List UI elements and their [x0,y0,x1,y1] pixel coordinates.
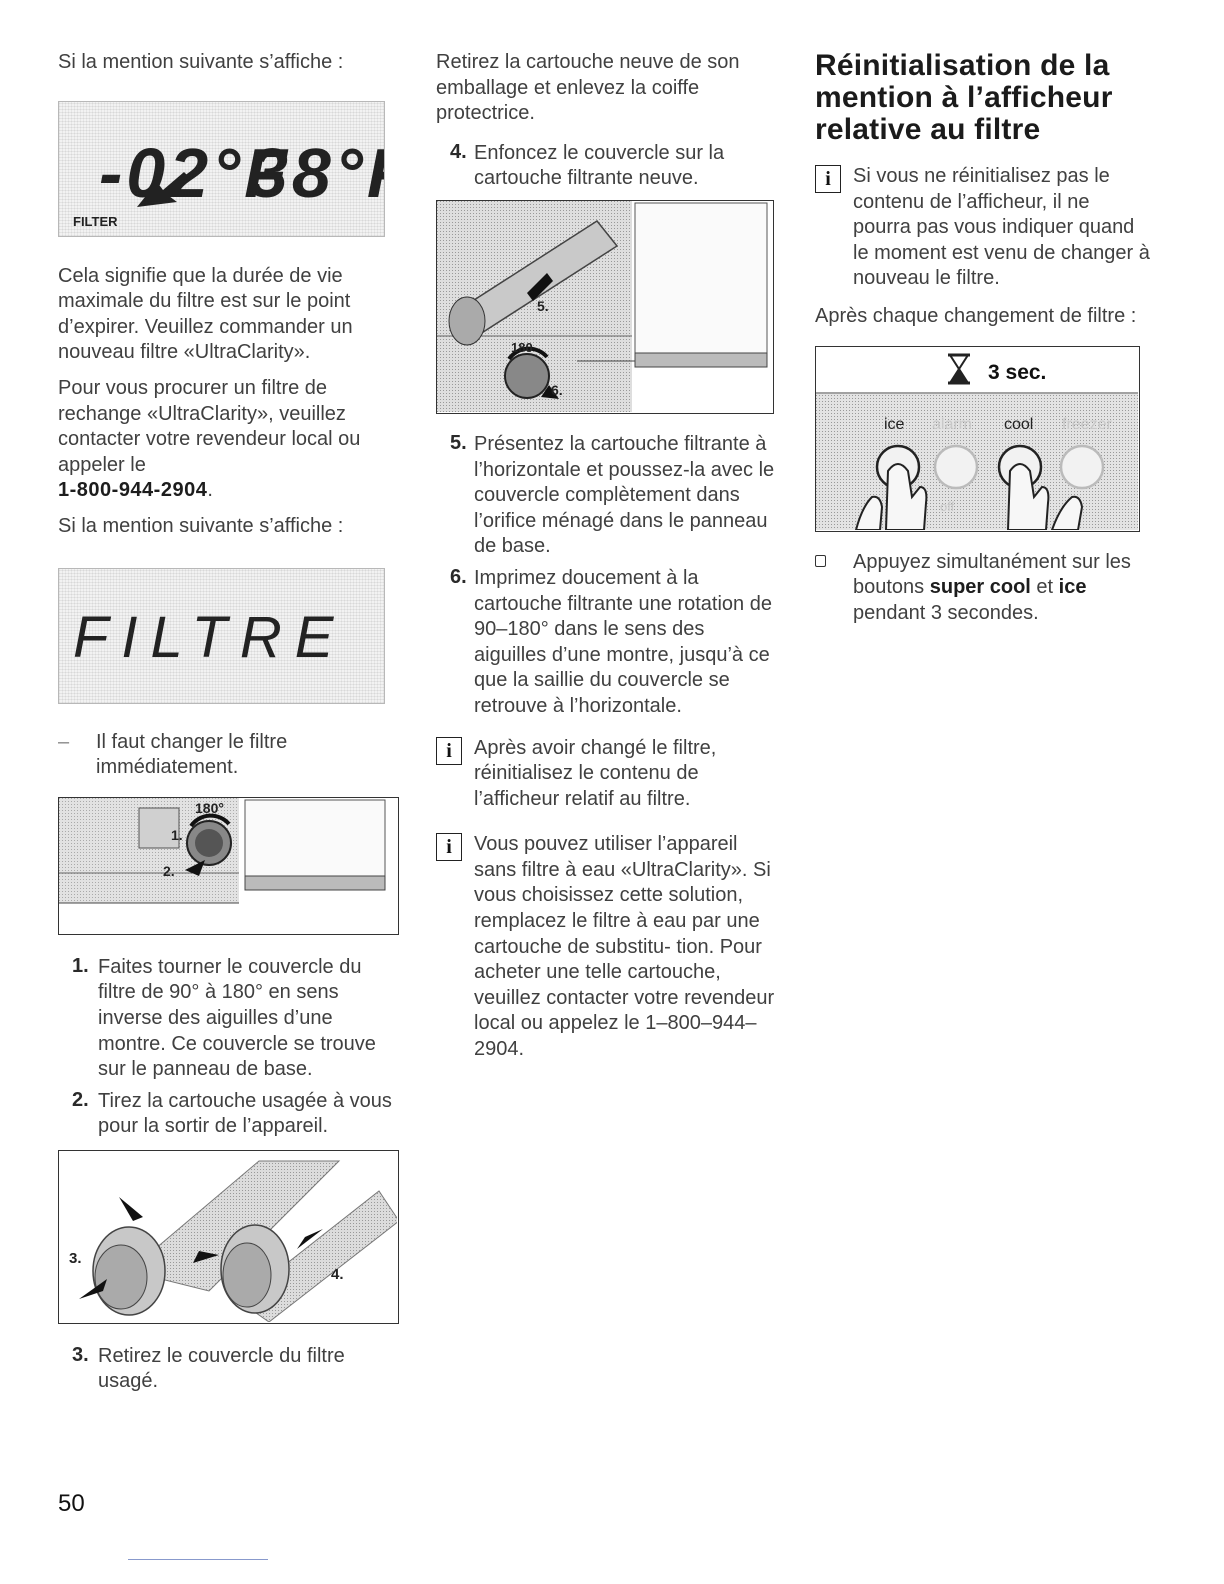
step-2: 2. Tirez la cartouche usagée à vous pour… [72,1088,392,1138]
figure-c-label-6: 6. [551,382,563,398]
arrow-icon [79,1278,107,1299]
control-panel-illustration: 3 sec. ice alarm cool freezer off [816,346,1138,531]
lcd-temp-right: 38°F [249,134,384,212]
button-label-cool: cool [1004,416,1033,433]
hourglass-icon [948,353,970,385]
info-icon: i [815,165,841,193]
lcd-filtre-graphic: FILTRE [73,605,347,670]
lcd-display-filtre: FILTRE [58,567,385,704]
figure-b-label-4: 4. [331,1266,344,1283]
lcd-filter-label: FILTER [73,214,118,229]
paragraph-replacement: Pour vous procurer un filtre de rechange… [58,376,361,476]
info-icon: i [436,833,462,862]
section-title: Réinitialisation de la mention à l’affic… [815,49,1113,146]
arrow-icon [193,1250,219,1263]
filter-cover-illustration: 180° 1. 2. [59,797,386,904]
info-note-reset: i Après avoir changé le filtre, réinitia… [436,736,781,813]
intro-text-1: Si la mention suivante s’affiche : [58,51,344,73]
arrow-icon [137,171,190,207]
lcd-display-temperature: -02°F 38°F FILTER [58,100,410,237]
arrow-icon [527,272,553,301]
figure-c-angle: 180 [511,340,533,355]
lcd-filtre-text: FILTRE [73,605,347,670]
figure-b-label-3: 3. [69,1250,82,1267]
lcd-temp-left: -02°F [99,134,291,212]
phone-number: 1-800-944-2904 [58,479,208,502]
info-icon: i [436,736,462,765]
freezer-button[interactable] [1059,444,1105,489]
super-cool-label: super cool [929,576,1031,599]
step-4: 4. Enfoncez le couvercle sur la cartouch… [450,140,725,190]
arrow-icon [119,1196,143,1221]
arrow-icon [541,384,559,399]
instruction-press-buttons: Appuyez simultanément sur les boutons su… [815,550,1150,627]
alarm-button[interactable] [933,444,979,489]
figure-a-label-2: 2. [163,863,175,879]
step-6: 6. Imprimez doucement à la cartouche fil… [450,565,772,717]
off-label: off [940,499,955,514]
step-5: 5. Présentez la cartouche filtrante à l’… [450,431,775,558]
remove-cap-illustration: 3. 4. [69,1160,398,1323]
info-note-display: i Si vous ne réinitialisez pas le conten… [815,164,1150,292]
column-3: Réinitialisation de la mention à l’affic… [815,50,1150,626]
checkbox-icon [815,554,826,567]
step-1: 1. Faites tourner le couvercle du filtre… [72,954,376,1081]
figure-a-label-1: 1. [171,827,183,843]
hand-icon [854,462,1084,531]
button-label-alarm: alarm [932,416,972,433]
intro-text-2: Si la mention suivante s’affiche : [58,514,344,537]
page-number: 50 [58,1490,85,1517]
column-2: Retirez la cartouche neuve de son emball… [436,50,781,1063]
figure-remove-cap: 3. 4. [58,1149,399,1324]
figure-control-panel: 3 sec. ice alarm cool freezer off [815,345,1140,532]
bottom-rule [128,1559,268,1560]
phone-line: 1-800-944-2904. [58,479,213,502]
figure-c-label-5: 5. [537,298,549,314]
insert-cartridge-illustration: 5. 180 6. [437,200,768,412]
after-change-text: Après chaque changement de filtre : [815,304,1137,327]
arrow-icon [297,1228,323,1249]
button-label-freezer: freezer [1062,416,1112,433]
paragraph-new-cartridge: Retirez la cartouche neuve de son emball… [436,51,740,125]
figure-insert-cartridge: 5. 180 6. [436,199,774,414]
timer-label: 3 sec. [988,361,1046,384]
column-1: Si la mention suivante s’affiche : -02°F… [58,50,410,1395]
button-label-ice: ice [884,416,905,433]
figure-filter-cover-rotation: 180° 1. 2. [58,796,399,935]
lcd-temperature-graphic: -02°F 38°F FILTER [73,134,410,229]
paragraph-expiry: Cela signifie que la durée de vie maxima… [58,264,353,364]
step-3: 3. Retirez le couvercle du filtre usagé. [72,1343,345,1393]
figure-a-angle: 180° [195,800,224,816]
ice-label: ice [1058,576,1087,599]
info-note-no-filter: i Vous pouvez utiliser l’appareil sans f… [436,832,781,1062]
dash-item: –Il faut changer le filtre immédiatement… [58,730,288,779]
